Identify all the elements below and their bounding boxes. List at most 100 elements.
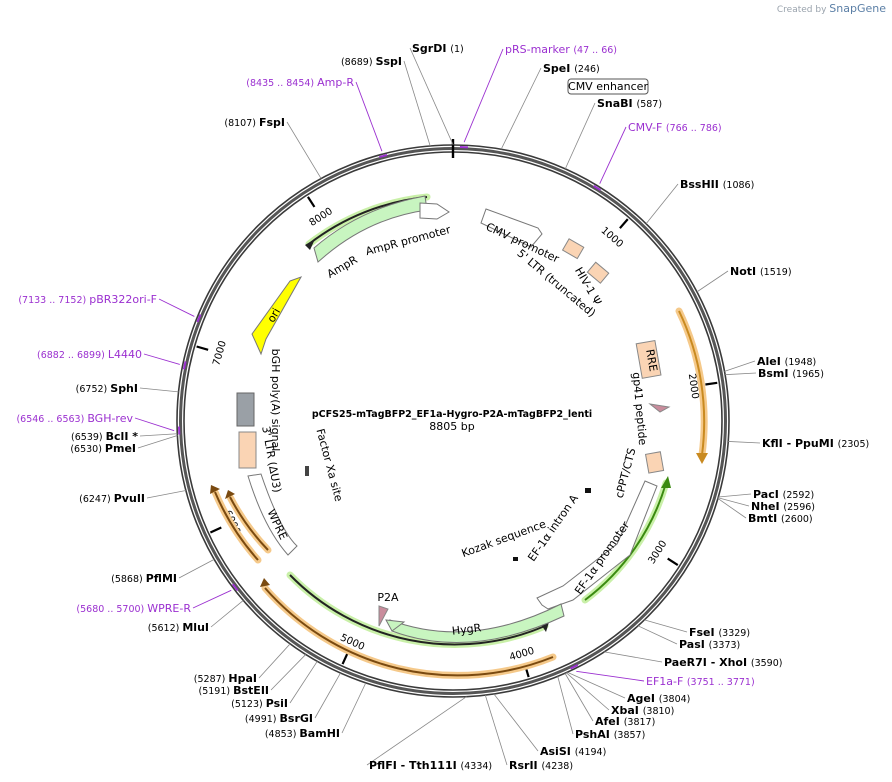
feature-label: cPPT/CTS [613, 447, 639, 500]
site-pos: (5191) [199, 686, 234, 697]
site-leader [717, 498, 747, 519]
site-name: PmeI [105, 442, 136, 455]
feature-label: AmpR [325, 253, 360, 281]
primer-leader [576, 670, 645, 682]
site-label: (6247) PvuII [79, 492, 145, 505]
site-name: NheI [751, 500, 783, 513]
site-pos: (4334) [461, 761, 493, 772]
primer-leader [355, 81, 383, 152]
site-pos: (4194) [575, 747, 607, 758]
site-pos: (4853) [265, 729, 300, 740]
site-name: AfeI [595, 715, 624, 728]
primer-leader [599, 126, 627, 184]
tick-label: 3000 [647, 539, 670, 566]
site-leader [718, 493, 752, 498]
tick-mark [667, 557, 679, 567]
site-name: SgrDI [412, 42, 450, 55]
plasmid-length: 8805 bp [429, 420, 474, 433]
site-leader [139, 387, 179, 393]
p2a-shape [378, 605, 389, 627]
site-name: BssHII [680, 178, 723, 191]
site-leader [139, 433, 178, 437]
site-label: RsrII (4238) [509, 759, 573, 772]
primer-pos: (8435 .. 8454) [246, 78, 317, 89]
site-name: PflMI [146, 572, 177, 585]
primer-leader [143, 353, 180, 365]
site-name: BstEII [233, 684, 269, 697]
cmv-enhancer-label: CMV enhancer [567, 78, 649, 95]
site-label: AsiSI (4194) [540, 745, 606, 758]
site-leader [493, 693, 539, 752]
site-leader [696, 270, 729, 293]
site-label: (8107) FspI [224, 116, 285, 129]
primer-label: (6546 .. 6563) BGH-rev [16, 412, 133, 425]
site-label: (5191) BstEII [199, 684, 270, 697]
site-pos: (6247) [79, 494, 114, 505]
site-label: AfeI (3817) [595, 715, 655, 728]
site-name: AgeI [627, 692, 659, 705]
site-name: NotI [730, 265, 760, 278]
site-label: NheI (2596) [751, 500, 815, 513]
site-leader [366, 696, 467, 766]
site-label: BmtI (2600) [748, 512, 813, 525]
feature-label: RRE [643, 348, 660, 372]
site-leader [403, 60, 431, 147]
site-label: FseI (3329) [689, 626, 750, 639]
site-leader [258, 643, 291, 679]
ampr-promoter-shape [419, 202, 450, 220]
primer-leader [158, 298, 195, 317]
primer-pos: (7133 .. 7152) [18, 295, 89, 306]
site-pos: (3810) [643, 706, 675, 717]
site-label: (5612) MluI [148, 621, 209, 634]
site-leader [725, 372, 757, 376]
site-label: PacI (2592) [753, 488, 814, 501]
site-name: SpeI [543, 62, 574, 75]
site-leader [564, 673, 594, 722]
site-pos: (1) [450, 44, 463, 55]
primer-mark [196, 314, 202, 323]
cmv-promoter-shape [480, 208, 543, 248]
site-leader [637, 625, 678, 645]
ef1a-promoter-shape [536, 480, 658, 610]
site-label: (4991) BsrGI [245, 712, 313, 725]
site-label: BssHII (1086) [680, 178, 754, 191]
feature-label: HygR [451, 621, 482, 638]
ltr5-shape [561, 238, 585, 260]
primer-name: Amp-R [317, 76, 354, 89]
site-name: PasI [679, 638, 709, 651]
site-leader [409, 47, 454, 146]
site-name: RsrII [509, 759, 541, 772]
feature-label: Factor Xa site [313, 427, 345, 503]
site-leader [500, 67, 542, 150]
site-pos: (6530) [70, 444, 105, 455]
site-leader [178, 558, 215, 579]
site-name: BsrGI [280, 712, 313, 725]
site-label: (4853) BamHI [265, 727, 340, 740]
site-name: PsiI [266, 697, 288, 710]
tick-mark [306, 196, 316, 208]
site-pos: (2596) [783, 502, 815, 513]
feature-label: P2A [377, 591, 399, 604]
primer-label: CMV-F (766 .. 786) [628, 121, 722, 134]
site-name: SnaBI [597, 97, 636, 110]
site-leader [146, 490, 186, 499]
primer-name: CMV-F [628, 121, 666, 134]
site-pos: (3804) [659, 694, 691, 705]
hygr-shape [389, 603, 565, 643]
primer-leader [463, 48, 504, 143]
site-leader [484, 694, 508, 766]
site-leader [289, 661, 318, 704]
ltr3-shape [238, 431, 257, 469]
ampr-shape [313, 195, 428, 263]
site-name: BmtI [748, 512, 781, 525]
site-pos: (4238) [541, 761, 573, 772]
feature-label: CMV enhancer [568, 80, 648, 93]
primer-mark [231, 583, 239, 592]
feature-label: gp41 peptide [630, 372, 649, 446]
site-leader [718, 497, 750, 507]
site-labels: SgrDI (1)SpeI (246)SnaBI (587)BssHII (10… [70, 42, 869, 772]
site-pos: (6539) [71, 432, 106, 443]
primer-name: BGH-rev [87, 412, 133, 425]
primer-mark [593, 184, 602, 191]
